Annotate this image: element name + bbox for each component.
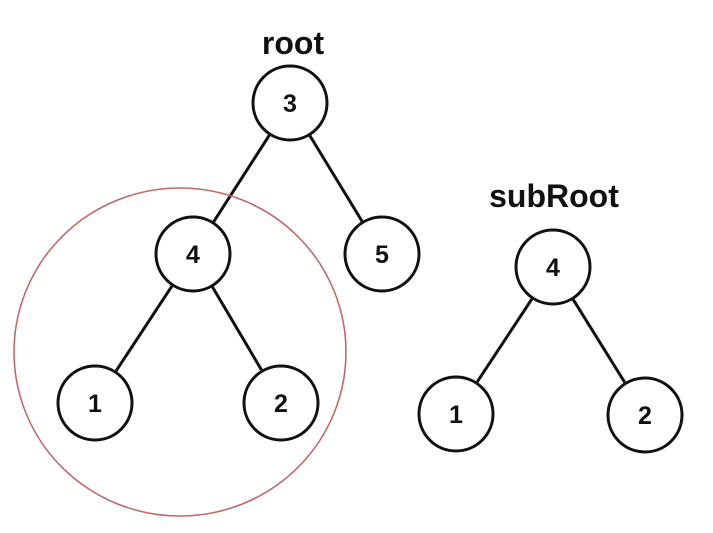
- tree-node-s1[interactable]: 1: [417, 375, 495, 453]
- node-value-r4: 4: [186, 241, 200, 269]
- highlight-layer: [13, 187, 347, 517]
- node-circle-s1: [417, 375, 495, 453]
- tree-edge-s4-s1: [474, 296, 535, 385]
- tree-title-root: root: [262, 25, 325, 61]
- tree-node-s2[interactable]: 2: [606, 376, 684, 454]
- tree-edge-r3-r5: [307, 133, 365, 224]
- node-circle-r4: [154, 215, 232, 293]
- tree-node-r2[interactable]: 2: [242, 364, 320, 442]
- node-value-s4: 4: [546, 254, 560, 282]
- node-value-r2: 2: [274, 390, 288, 418]
- tree-node-r3[interactable]: 3: [251, 64, 329, 142]
- node-circle-s2: [606, 376, 684, 454]
- node-value-s1: 1: [449, 401, 463, 429]
- node-value-r3: 3: [283, 90, 297, 118]
- node-circle-r3: [251, 64, 329, 142]
- node-circle-r5: [343, 215, 421, 293]
- node-value-r5: 5: [375, 241, 389, 269]
- tree-edge-r4-r1: [113, 283, 175, 374]
- tree-edge-s4-s2: [571, 296, 627, 386]
- tree-node-r1[interactable]: 1: [56, 364, 134, 442]
- tree-node-r4[interactable]: 4: [154, 215, 232, 293]
- tree-edge-r3-r4: [211, 132, 272, 225]
- tree-node-s4[interactable]: 4: [514, 228, 592, 306]
- node-circle-s4: [514, 228, 592, 306]
- node-value-r1: 1: [88, 390, 102, 418]
- edges-layer: [113, 132, 627, 386]
- tree-title-subroot: subRoot: [489, 178, 619, 214]
- tree-node-r5[interactable]: 5: [343, 215, 421, 293]
- matching-subtree-highlight: [13, 187, 347, 517]
- tree-edge-r4-r2: [210, 284, 264, 373]
- node-value-s2: 2: [638, 402, 652, 430]
- node-circle-r2: [242, 364, 320, 442]
- labels-layer: root subRoot: [262, 25, 619, 214]
- nodes-layer: 3 4 5 1 2 4 1 2: [56, 64, 684, 454]
- node-circle-r1: [56, 364, 134, 442]
